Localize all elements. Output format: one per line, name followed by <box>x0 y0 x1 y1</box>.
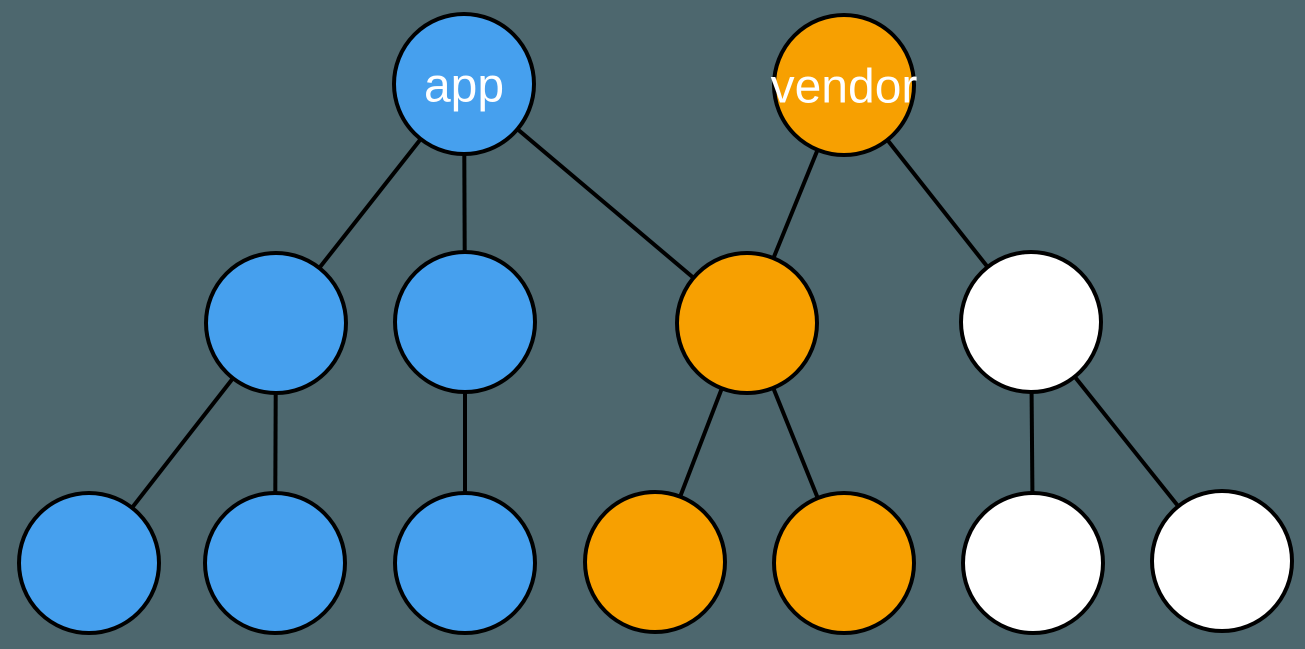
node-leaf-orange-1 <box>583 490 727 634</box>
node-mid-orange <box>675 251 819 395</box>
node-mid-blue-2 <box>393 250 537 394</box>
node-vendor <box>772 13 916 157</box>
node-leaf-orange-2 <box>772 491 916 635</box>
node-leaf-blue-3 <box>393 491 537 635</box>
node-mid-blue-1 <box>204 251 348 395</box>
node-leaf-blue-1 <box>17 491 161 635</box>
node-leaf-white-1 <box>961 491 1105 635</box>
node-mid-white <box>959 250 1103 394</box>
node-label-app: app <box>424 59 504 112</box>
node-app <box>392 12 536 156</box>
node-leaf-white-2 <box>1150 489 1294 633</box>
node-label-vendor: vendor <box>771 60 918 113</box>
node-leaf-blue-2 <box>203 491 347 635</box>
